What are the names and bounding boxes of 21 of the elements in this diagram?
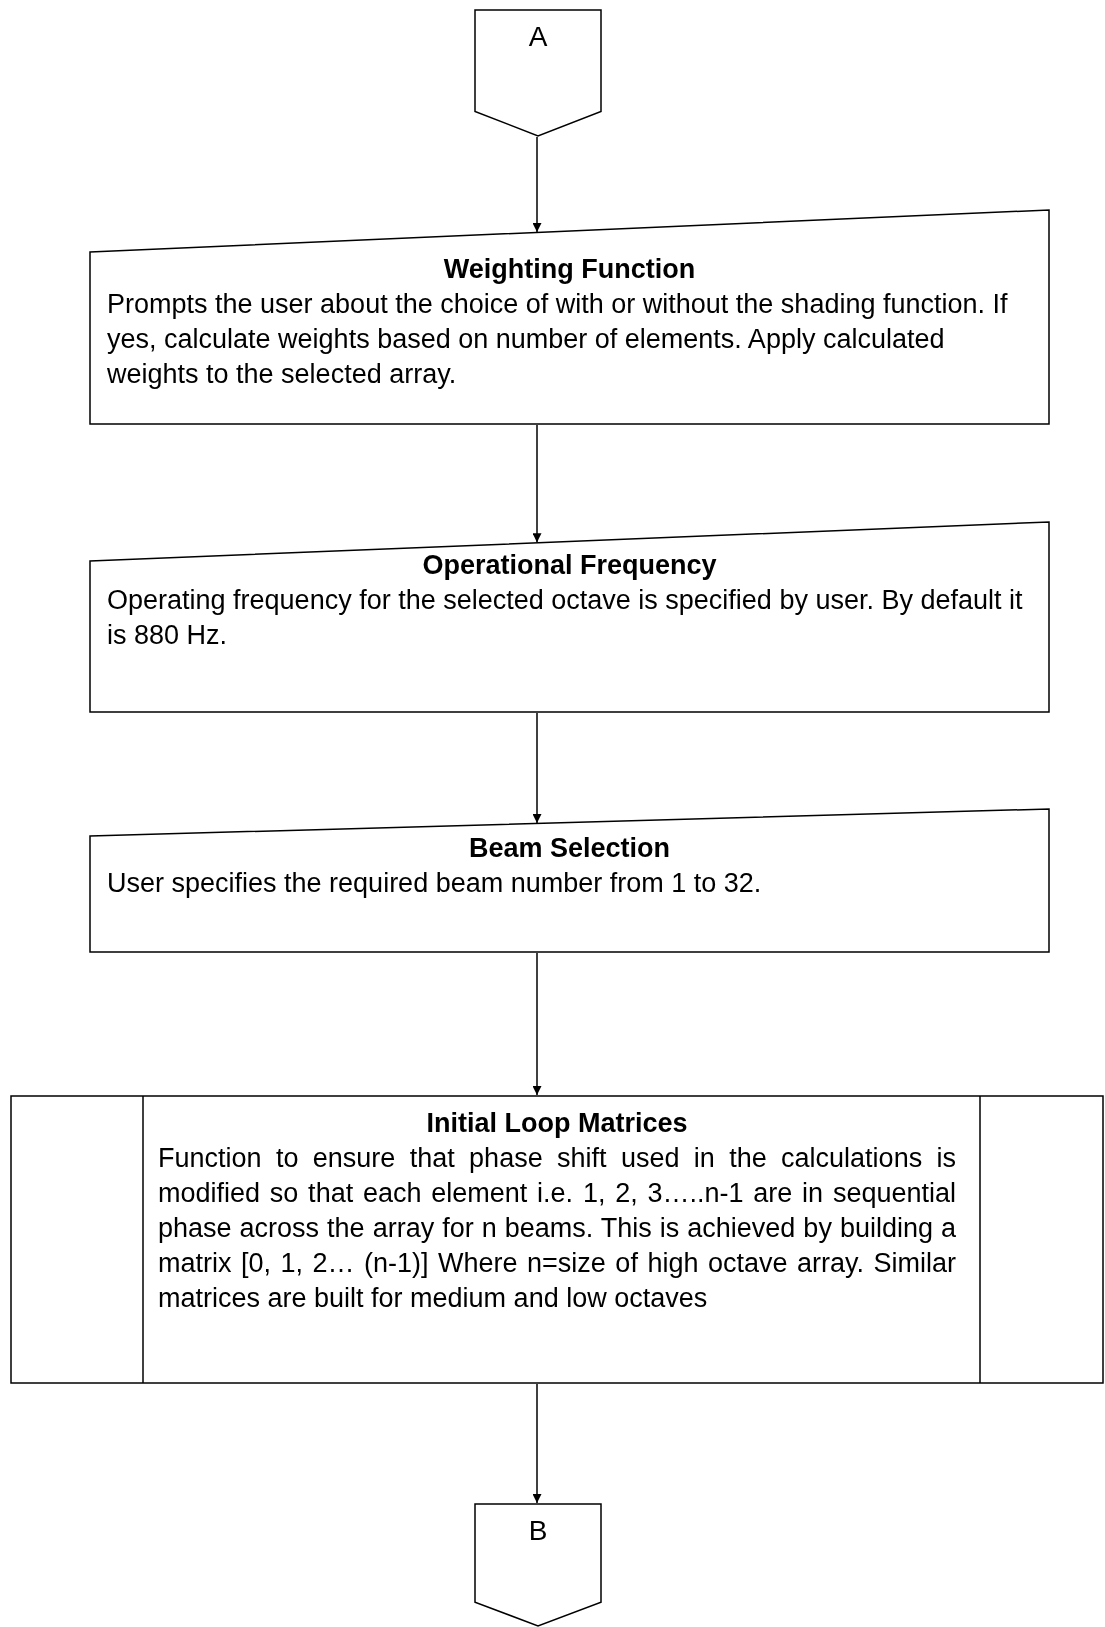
- off-page-connector: [474, 1503, 602, 1627]
- arrow: [532, 424, 542, 544]
- process-title: Initial Loop Matrices: [426, 1107, 688, 1140]
- process-description: Prompts the user about the choice of with or without the shading function. If yes, calculate weights based on number of elements. Apply calculated weights to the selected array.: [107, 288, 1009, 391]
- connector-letter: B: [528, 1514, 548, 1548]
- process-description: Function to ensure that phase shift used in the calculations is modified so that each element i.e. 1, 2, 3…..n-1 are in sequential phase across the array for n beams. This is achieved by building a matrix [0, 1, 2… (n-1)] Where n=size of high octave array. Similar matrices are built for medium and low octaves: [158, 1142, 956, 1315]
- connector-letter: A: [528, 20, 548, 54]
- process-title: Operational Frequency: [422, 549, 717, 582]
- predefined-process-box: [10, 1095, 1104, 1384]
- process-title: Beam Selection: [468, 832, 671, 865]
- off-page-connector: [474, 9, 602, 137]
- arrow: [532, 952, 542, 1096]
- manual-input-box: [89, 521, 1050, 713]
- process-title: Weighting Function: [443, 253, 696, 286]
- manual-input-box: [89, 209, 1050, 425]
- process-description: Operating frequency for the selected octave is specified by user. By default it is 880 Hz.: [107, 584, 1024, 652]
- process-description: User specifies the required beam number from 1 to 32.: [107, 867, 763, 900]
- arrow: [532, 1383, 542, 1504]
- arrow: [532, 136, 542, 233]
- manual-input-box: [89, 808, 1050, 953]
- arrow: [532, 712, 542, 824]
